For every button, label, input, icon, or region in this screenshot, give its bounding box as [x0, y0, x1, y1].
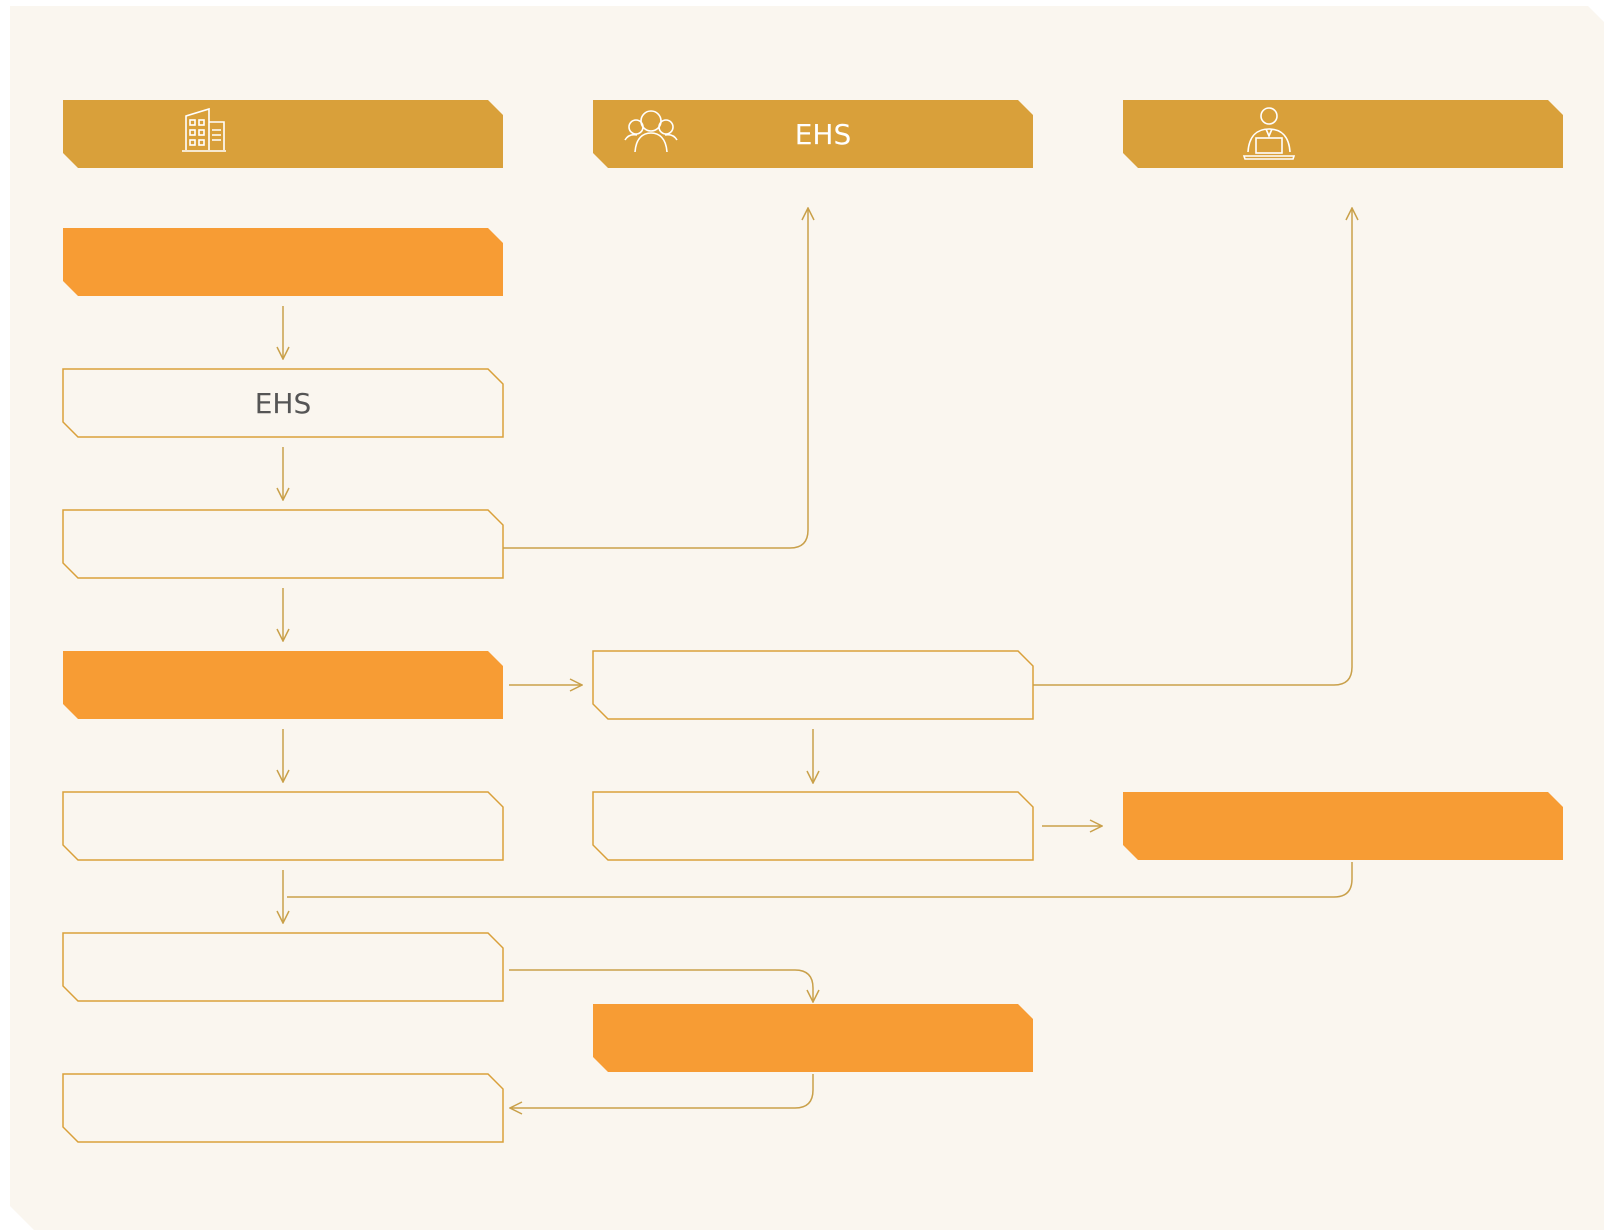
- connector-mid-1-to-operator: [1033, 208, 1352, 686]
- step-left-4: [63, 651, 503, 719]
- team-icon: [624, 110, 678, 153]
- step-left-3: [62, 509, 504, 579]
- column-header-label-company: [63, 100, 503, 168]
- column-header-label-operator: [1123, 100, 1563, 168]
- step-mid-1-label: [593, 651, 1033, 719]
- step-right-1: [1123, 792, 1563, 860]
- step-mid-2: [592, 791, 1034, 861]
- column-header-operator: [1123, 100, 1563, 168]
- step-left-5-label: [63, 792, 503, 860]
- step-left-2-label: EHS: [254, 386, 312, 420]
- column-header-label-ehs: EHS: [794, 117, 852, 151]
- step-mid-3: [593, 1004, 1033, 1072]
- connector-left-3-to-ehs: [503, 208, 808, 549]
- column-header-ehs: [593, 100, 1033, 168]
- building-icon: [182, 107, 226, 152]
- step-left-2: [62, 368, 504, 438]
- connector-left-6-to-mid-3: [509, 969, 813, 1002]
- connector-mid-3-to-left-7: [510, 1074, 814, 1108]
- step-left-6-label: [63, 933, 503, 1001]
- step-left-7-label: [63, 1074, 503, 1142]
- step-right-1-label: [1123, 792, 1563, 860]
- step-mid-2-label: [593, 792, 1033, 860]
- step-left-3-label: [63, 510, 503, 578]
- column-header-company: [63, 100, 503, 168]
- step-left-7: [62, 1073, 504, 1143]
- step-left-6: [62, 932, 504, 1002]
- step-left-1-label: [63, 228, 503, 296]
- step-left-4-label: [63, 651, 503, 719]
- person-at-laptop-icon: [1242, 107, 1296, 160]
- background-panel: [10, 6, 1604, 1230]
- step-mid-1: [592, 650, 1034, 720]
- step-mid-3-label: [593, 1004, 1033, 1072]
- connector-right-1-return: [287, 862, 1353, 898]
- step-left-1: [63, 228, 503, 296]
- step-left-5: [62, 791, 504, 861]
